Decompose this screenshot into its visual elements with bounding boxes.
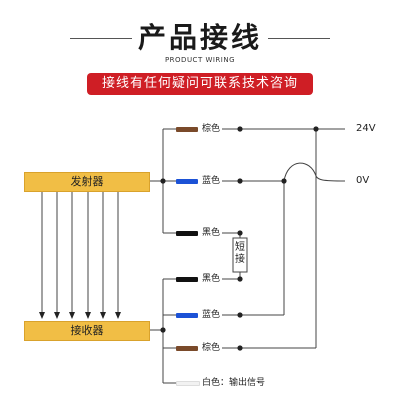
junction-dot-24v-a bbox=[237, 126, 243, 132]
junction-dot-receiver-blue bbox=[237, 312, 243, 318]
junction-dot-emitter bbox=[160, 178, 166, 184]
junction-dot-24v-b bbox=[313, 126, 319, 132]
receiver-black-wire bbox=[176, 277, 198, 282]
page-title: 产品接线 bbox=[137, 21, 262, 54]
receiver-blue-wire bbox=[176, 313, 198, 318]
emitter-brown-wire bbox=[176, 127, 198, 132]
jumper-box bbox=[232, 237, 248, 273]
contact-banner: 接线有任何疑问可联系技术咨询 bbox=[87, 73, 313, 95]
negative-terminal-label: 0V bbox=[356, 175, 370, 186]
title-rule-left bbox=[70, 38, 132, 39]
emitter-black-label: 黑色 bbox=[202, 228, 221, 238]
receiver-brown-label: 棕色 bbox=[202, 343, 221, 353]
junction-dot-receiver bbox=[160, 327, 166, 333]
beam-arrow-1 bbox=[39, 312, 45, 319]
receiver-white-wire bbox=[176, 381, 200, 386]
receiver-bar: 接收器 bbox=[24, 321, 150, 341]
junction-dot-0v-b bbox=[281, 178, 287, 184]
positive-terminal-label: 24V bbox=[356, 123, 376, 134]
beam-arrow-6 bbox=[115, 312, 121, 319]
junction-dot-0v-a bbox=[237, 178, 243, 184]
junction-dot-jumper-bottom bbox=[237, 276, 243, 282]
beam-arrow-3 bbox=[69, 312, 75, 319]
emitter-bar: 发射器 bbox=[24, 172, 150, 192]
junction-dot-receiver-brown bbox=[237, 345, 243, 351]
negative-hop bbox=[283, 162, 346, 182]
jumper-label: 短 接 bbox=[235, 242, 245, 265]
receiver-label: 接收器 bbox=[70, 324, 104, 337]
emitter-label: 发射器 bbox=[70, 175, 104, 188]
page-subtitle: PRODUCT WIRING bbox=[164, 56, 236, 64]
emitter-blue-label: 蓝色 bbox=[202, 176, 221, 186]
receiver-blue-label: 蓝色 bbox=[202, 310, 221, 320]
emitter-blue-wire bbox=[176, 179, 198, 184]
beam-arrow-4 bbox=[85, 312, 91, 319]
receiver-brown-wire bbox=[176, 346, 198, 351]
emitter-black-wire bbox=[176, 231, 198, 236]
receiver-white-label: 白色：输出信号 bbox=[202, 378, 266, 388]
emitter-brown-label: 棕色 bbox=[202, 124, 221, 134]
beam-arrow-5 bbox=[100, 312, 106, 319]
receiver-black-label: 黑色 bbox=[202, 274, 221, 284]
junction-dot-jumper-top bbox=[237, 230, 243, 236]
beam-arrow-2 bbox=[54, 312, 60, 319]
title-rule-right bbox=[268, 38, 330, 39]
